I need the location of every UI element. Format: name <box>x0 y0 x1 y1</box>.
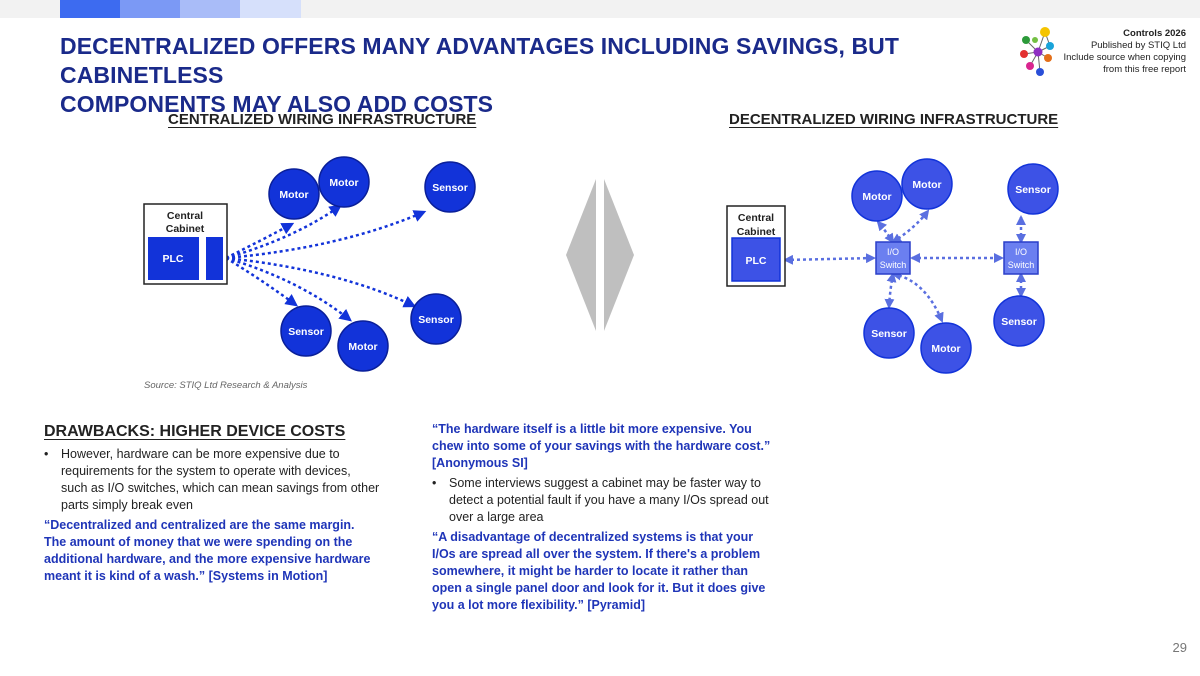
page-title-line-2: COMPONENTS MAY ALSO ADD COSTS <box>60 91 494 117</box>
d-node-motor-1 <box>851 170 903 222</box>
io-switch-1-line-1: I/O <box>887 247 899 257</box>
node-sensor-3-label: Sensor <box>418 314 454 326</box>
bullet-dot: • <box>44 447 49 461</box>
decentral-plc-box <box>731 237 781 282</box>
centralized-diagram-title: CENTRALIZED WIRING INFRASTRUCTURE <box>168 111 477 128</box>
node-sensor-1 <box>424 161 476 213</box>
node-motor-2-label: Motor <box>329 177 358 189</box>
d-node-sensor-1-label: Sensor <box>1015 184 1051 196</box>
io-switch-2-line-2: Switch <box>1008 260 1035 270</box>
plc-label: PLC <box>163 253 184 265</box>
decentral-cabinet-label-2: Cabinet <box>737 226 776 238</box>
source-caption: Source: STIQ Ltd Research & Analysis <box>144 380 308 391</box>
d-node-motor-1-label: Motor <box>862 191 891 203</box>
decentralized-diagram: Central Cabinet PLC I/O Switch I/O Switc… <box>726 158 1059 374</box>
band-segment-2 <box>120 0 180 18</box>
d-node-motor-2 <box>901 158 953 210</box>
quote-systems-in-motion: “Decentralized and centralized are the s… <box>44 518 371 583</box>
brand-copy-note-2: from this free report <box>1103 64 1186 75</box>
page-title: DECENTRALIZED OFFERS MANY ADVANTAGES INC… <box>60 32 980 119</box>
band-segment-1 <box>60 0 120 18</box>
bullet-dot-2: • <box>432 476 437 490</box>
d-node-sensor-1 <box>1007 163 1059 215</box>
node-motor-1 <box>268 168 320 220</box>
page-number: 29 <box>1172 640 1187 655</box>
quote-pyramid: “A disadvantage of decentralized systems… <box>432 530 766 612</box>
d-node-sensor-3-label: Sensor <box>1001 316 1037 328</box>
node-sensor-2 <box>280 305 332 357</box>
decentral-plc-label: PLC <box>746 255 767 267</box>
node-motor-3 <box>337 320 389 372</box>
node-motor-3-label: Motor <box>348 341 377 353</box>
node-motor-2 <box>318 156 370 208</box>
quote-anonymous-si: “The hardware itself is a little bit mor… <box>432 422 771 470</box>
node-sensor-1-label: Sensor <box>432 182 468 194</box>
brand-name: Controls 2026 <box>1123 28 1186 39</box>
io-switch-2: I/O Switch <box>1003 241 1039 275</box>
io-switch-2-line-1: I/O <box>1015 247 1027 257</box>
decentral-cabinet-label-1: Central <box>738 212 774 224</box>
decentral-nodes: Motor Motor Sensor Sensor Motor Sensor <box>851 158 1059 374</box>
d-node-sensor-3 <box>993 295 1045 347</box>
centralized-connections <box>225 204 427 322</box>
io-switch-1-line-2: Switch <box>880 260 907 270</box>
brand-publisher: Published by STIQ Ltd <box>1090 40 1186 51</box>
drawbacks-bullet-text: However, hardware can be more expensive … <box>61 447 380 512</box>
band-segment-3 <box>180 0 240 18</box>
central-cabinet-label-2: Cabinet <box>166 223 205 235</box>
d-node-motor-3 <box>920 322 972 374</box>
central-nodes: Motor Motor Sensor Sensor Motor Sensor <box>268 156 476 372</box>
decentralized-connections <box>783 209 1026 323</box>
d-node-motor-3-label: Motor <box>931 343 960 355</box>
decentralized-diagram-title: DECENTRALIZED WIRING INFRASTRUCTURE <box>729 111 1059 128</box>
drawbacks-bullet: • However, hardware can be more expensiv… <box>44 446 380 514</box>
drawbacks-heading: DRAWBACKS: HIGHER DEVICE COSTS <box>44 423 346 440</box>
d-node-motor-2-label: Motor <box>912 179 941 191</box>
io-switch-1: I/O Switch <box>875 241 911 275</box>
interviews-bullet-text: Some interviews suggest a cabinet may be… <box>449 476 769 524</box>
double-arrow-diamond-icon <box>566 179 634 331</box>
d-node-sensor-2-label: Sensor <box>871 328 907 340</box>
brand-block: Controls 2026 Published by STIQ Ltd Incl… <box>1026 28 1186 76</box>
molecule-network-logo <box>1020 27 1054 76</box>
plc-box <box>148 237 199 280</box>
centralized-diagram: Central Cabinet PLC Motor Motor Sensor S… <box>143 156 476 372</box>
io-terminal-block <box>206 237 223 280</box>
d-node-sensor-2 <box>863 307 915 359</box>
node-motor-1-label: Motor <box>279 189 308 201</box>
top-progress-band <box>0 0 1200 18</box>
node-sensor-3 <box>410 293 462 345</box>
interviews-bullet: • Some interviews suggest a cabinet may … <box>432 475 772 526</box>
node-sensor-2-label: Sensor <box>288 326 324 338</box>
page-title-line-1: DECENTRALIZED OFFERS MANY ADVANTAGES INC… <box>60 33 900 88</box>
central-cabinet-label-1: Central <box>167 210 203 222</box>
band-segment-4 <box>240 0 301 18</box>
brand-copy-note: Include source when copying <box>1063 52 1186 63</box>
